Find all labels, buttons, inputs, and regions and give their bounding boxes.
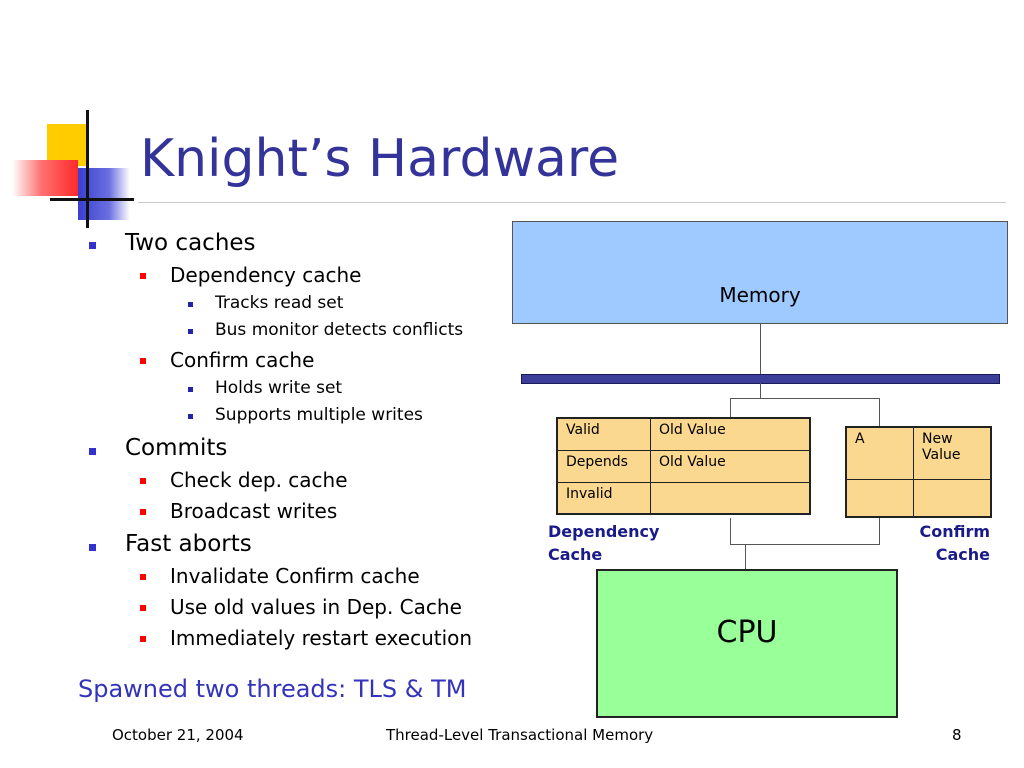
table-cell <box>845 478 914 518</box>
bullet-level2: Confirm cache <box>170 348 315 372</box>
bullet-level2: Check dep. cache <box>170 468 348 492</box>
table-row: Invalid <box>556 481 811 515</box>
logo-horizontal-line <box>50 198 134 201</box>
cpu-box <box>596 569 898 718</box>
bullet-level1: Fast aborts <box>125 531 252 557</box>
bullet-marker <box>89 448 96 455</box>
table-row: Valid Old Value <box>556 417 811 451</box>
table-cell <box>650 481 811 515</box>
slide-title: Knight’s Hardware <box>140 129 620 189</box>
bullet-marker <box>140 509 146 515</box>
bullet-level2: Use old values in Dep. Cache <box>170 595 462 619</box>
bullet-marker <box>140 273 146 279</box>
bullet-level3: Bus monitor detects conflicts <box>215 320 464 340</box>
table-cell <box>913 478 992 518</box>
table-row: Depends Old Value <box>556 449 811 483</box>
bullet-marker <box>188 302 193 307</box>
table-cell: A <box>845 426 914 480</box>
dependency-cache-label: Dependency Cache <box>548 522 660 564</box>
bullet-level2: Immediately restart execution <box>170 626 473 650</box>
table-cell: Old Value <box>650 449 811 483</box>
table-cell: New Value <box>913 426 992 480</box>
bullet-level3: Tracks read set <box>215 293 344 313</box>
bullet-level1: Two caches <box>125 230 256 256</box>
memory-label: Memory <box>719 283 801 307</box>
logo-vertical-line <box>86 110 89 228</box>
confirm-cache-label: Confirm Cache <box>919 522 990 564</box>
dep-cache-bus-wire <box>730 398 731 418</box>
bullet-marker <box>140 478 146 484</box>
table-cell: Old Value <box>650 417 811 451</box>
cache-join-wire <box>730 544 880 545</box>
cpu-wire <box>745 544 746 570</box>
bullet-marker <box>188 387 193 392</box>
bullet-level2: Broadcast writes <box>170 499 338 523</box>
dep-cache-cpu-wire <box>730 518 731 545</box>
dependency-cache-table: Valid Old Value Depends Old Value Invali… <box>556 417 811 515</box>
confirm-cache-cpu-wire <box>879 518 880 545</box>
bullet-level3: Holds write set <box>215 378 343 398</box>
bullet-level3: Supports multiple writes <box>215 405 423 425</box>
bullet-marker <box>89 544 96 551</box>
bullet-marker <box>89 242 96 249</box>
bus-tap-wire <box>760 383 761 399</box>
bullet-marker <box>140 636 146 642</box>
table-row <box>845 478 992 518</box>
bullet-marker <box>188 329 193 334</box>
bullet-level1: Commits <box>125 435 228 461</box>
bus-split-wire <box>730 398 880 399</box>
logo-red-bar <box>12 160 78 196</box>
footer-date: October 21, 2004 <box>112 726 244 744</box>
table-cell: Depends <box>556 449 651 483</box>
confirm-cache-table: A New Value <box>845 426 992 518</box>
memory-box <box>512 221 1008 324</box>
table-row: A New Value <box>845 426 992 480</box>
memory-bus-wire <box>760 323 761 375</box>
bullet-level2: Invalidate Confirm cache <box>170 564 420 588</box>
confirm-cache-bus-wire <box>879 398 880 426</box>
bullet-level2: Dependency cache <box>170 263 362 287</box>
footer-title: Thread-Level Transactional Memory <box>386 726 654 744</box>
page-number: 8 <box>952 726 962 744</box>
bullet-marker <box>140 574 146 580</box>
slide-note: Spawned two threads: TLS & TM <box>78 675 467 703</box>
bullet-marker <box>140 358 146 364</box>
table-cell: Valid <box>556 417 651 451</box>
bullet-marker <box>140 605 146 611</box>
logo-yellow-square <box>47 124 89 166</box>
cpu-label: CPU <box>716 615 778 650</box>
table-cell: Invalid <box>556 481 651 515</box>
bullet-marker <box>188 414 193 419</box>
title-divider <box>138 202 1006 203</box>
